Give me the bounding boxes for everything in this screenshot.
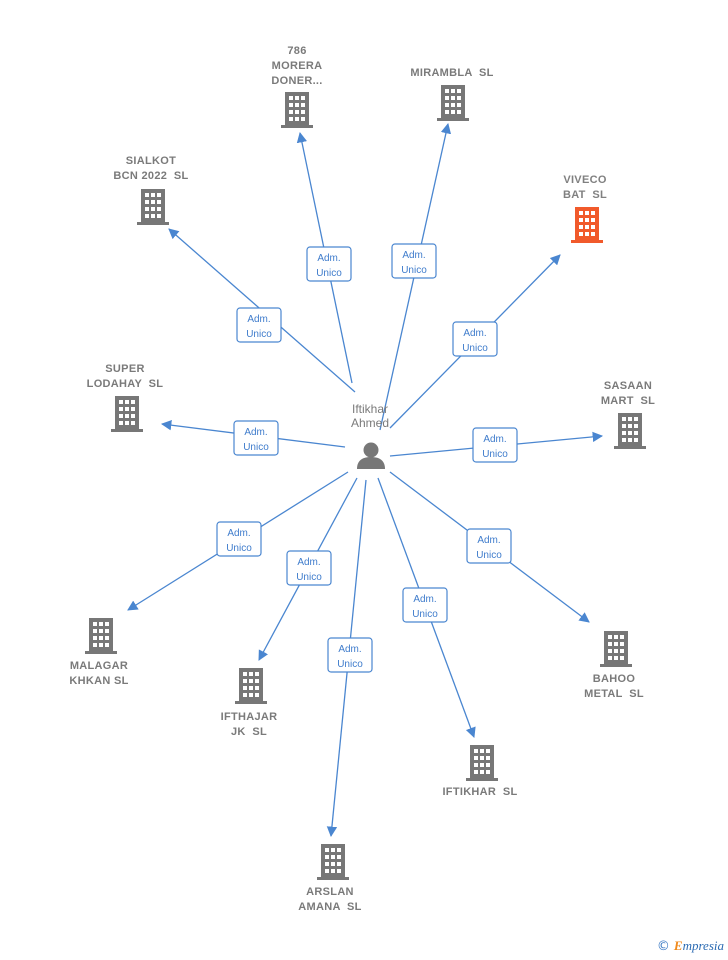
edge-label-text: Unico [316,268,342,279]
company-name-line: 786 [287,45,306,57]
company-name-line: BAT SL [563,189,607,201]
company-node-bahoo-metal-sl[interactable]: BAHOO METAL SL [584,631,644,700]
company-name-line: BAHOO [593,673,636,685]
edge-label-sialkot-bcn-2022-sl[interactable]: Adm. Unico [236,307,282,343]
edge-label-box [216,521,262,557]
company-name-line: DONER... [271,75,322,87]
building-icon [137,189,169,225]
edge-label-bahoo-metal-sl[interactable]: Adm. Unico [466,528,512,564]
building-icon [85,618,117,654]
person-name-line1: Iftikhar [352,402,388,416]
company-name-line: SASAAN [604,380,652,392]
company-name-line: MART SL [601,395,655,407]
company-name-line: VIVECO [563,174,607,186]
building-icon [437,85,469,121]
edge-label-text: Unico [482,449,508,460]
edge-label-text: Adm. [402,250,425,261]
company-name-line: ARSLAN [306,886,354,898]
edge-label-mirambla-sl[interactable]: Adm. Unico [391,243,437,279]
company-node-mirambla-sl[interactable]: MIRAMBLA SL [410,67,493,121]
person-node[interactable]: Iftikhar Ahmed [351,402,389,469]
company-name-line: BCN 2022 SL [113,170,188,182]
brand-name: mpresia [682,938,724,953]
edge-label-text: Adm. [317,253,340,264]
person-name-line2: Ahmed [351,416,389,430]
edge-label-text: Adm. [244,427,267,438]
company-node-sialkot-bcn-2022-sl[interactable]: SIALKOT BCN 2022 SL [113,155,188,225]
company-name-line: MORERA [272,60,323,72]
company-node-ifthajar-jk-sl[interactable]: IFTHAJAR JK SL [221,668,278,738]
edge-label-box [286,550,332,586]
edge-label-box [472,427,518,463]
company-name-line: MALAGAR [70,660,128,672]
company-name-line: SIALKOT [126,155,176,167]
edge-label-text: Unico [246,329,272,340]
company-name-line: KHKAN SL [69,675,128,687]
edge-label-text: Unico [226,543,252,554]
brand-initial: E [673,938,683,953]
company-name-line: AMANA SL [298,901,361,913]
edge-label-viveco-bat-sl[interactable]: Adm. Unico [452,321,498,357]
copyright-icon: © [656,939,670,954]
building-icon [600,631,632,667]
edge-label-text: Adm. [413,594,436,605]
person-icon [357,442,385,469]
edge-label-786-morera-doner[interactable]: Adm. Unico [306,246,352,282]
building-icon [317,844,349,880]
edge-label-box [236,307,282,343]
company-node-sasaan-mart-sl[interactable]: SASAAN MART SL [601,380,655,449]
edge-label-super-lodahay-sl[interactable]: Adm. Unico [233,420,279,456]
edge-label-text: Unico [462,343,488,354]
edge-label-box [306,246,352,282]
edge-label-text: Adm. [477,535,500,546]
company-name-line: IFTIKHAR SL [442,786,517,798]
edge-label-iftikhar-sl[interactable]: Adm. Unico [402,587,448,623]
edge-label-text: Adm. [483,434,506,445]
company-name-line: LODAHAY SL [87,378,164,390]
edge-label-text: Unico [243,442,269,453]
brand-footer: ©Empresia [657,938,724,954]
edge-label-malagar-khkan-sl[interactable]: Adm. Unico [216,521,262,557]
company-name-line: JK SL [231,726,267,738]
edge-label-ifthajar-jk-sl[interactable]: Adm. Unico [286,550,332,586]
edge-label-arslan-amana-sl[interactable]: Adm. Unico [327,637,373,673]
company-name-line: SUPER [105,363,144,375]
edge-label-text: Unico [412,609,438,620]
edge-label-text: Adm. [297,557,320,568]
building-icon [614,413,646,449]
edge-label-box [233,420,279,456]
edge-label-text: Adm. [227,528,250,539]
edge-label-text: Adm. [247,314,270,325]
building-icon [111,396,143,432]
edge-label-text: Unico [476,550,502,561]
company-node-super-lodahay-sl[interactable]: SUPER LODAHAY SL [87,363,164,432]
company-name-line: IFTHAJAR [221,711,278,723]
edge-label-sasaan-mart-sl[interactable]: Adm. Unico [472,427,518,463]
edge-label-box [327,637,373,673]
company-name-line: METAL SL [584,688,644,700]
building-icon [281,92,313,128]
building-icon [571,207,603,243]
edge-label-text: Adm. [463,328,486,339]
company-name-line: MIRAMBLA SL [410,67,493,79]
edge-label-box [452,321,498,357]
building-icon [235,668,267,704]
edge-label-text: Unico [401,265,427,276]
edge-label-box [391,243,437,279]
company-node-iftikhar-sl[interactable]: IFTIKHAR SL [442,745,517,798]
building-icon [466,745,498,781]
company-node-malagar-khkan-sl[interactable]: MALAGAR KHKAN SL [69,618,128,687]
company-node-arslan-amana-sl[interactable]: ARSLAN AMANA SL [298,844,361,913]
edge-label-text: Unico [337,659,363,670]
edge-label-text: Adm. [338,644,361,655]
edge-label-box [466,528,512,564]
company-node-viveco-bat-sl[interactable]: VIVECO BAT SL [563,174,607,243]
edge-label-text: Unico [296,572,322,583]
edge-label-box [402,587,448,623]
